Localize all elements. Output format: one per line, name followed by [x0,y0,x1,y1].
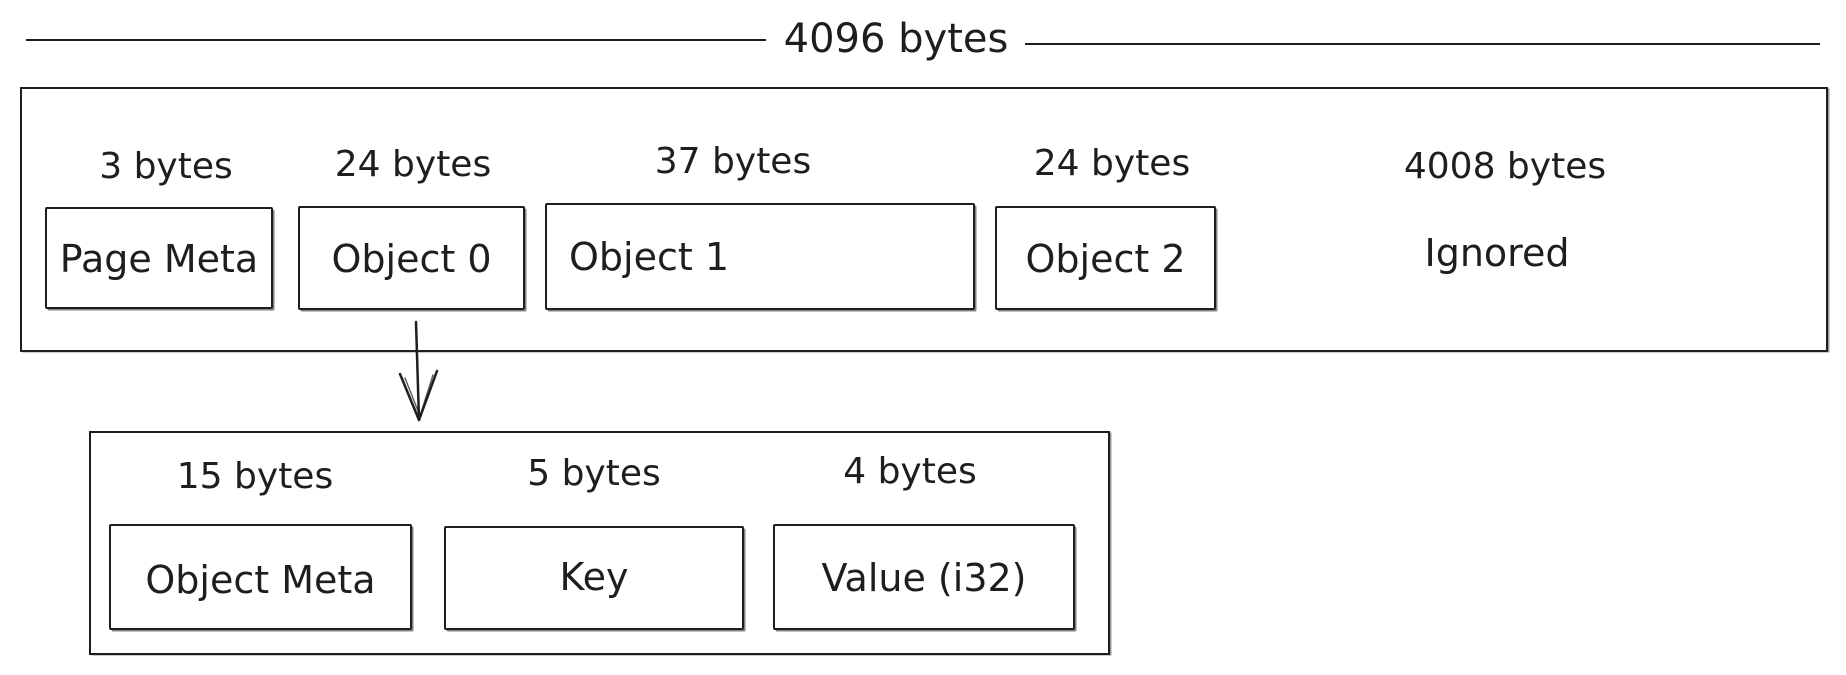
segment-size-label: 37 bytes [654,141,812,182]
field-size-label: 5 bytes [527,453,661,494]
segment-name: Object 1 [569,235,730,279]
object-0-box: Object 0 [298,206,525,310]
segment-name: Page Meta [59,237,259,281]
arrow-head [398,369,439,422]
value-box: Value (i32) [773,524,1075,630]
object-2-box: Object 2 [995,206,1216,310]
segment-size-label: 4008 bytes [1403,146,1607,187]
arrow-head-stroke [404,374,434,417]
total-size-label: 4096 bytes [783,16,1009,62]
object-meta-box: Object Meta [109,524,412,630]
segment-size-label: 24 bytes [334,144,492,185]
page-frame [20,87,1828,352]
field-name: Value (i32) [821,556,1027,600]
total-size-line-left [26,39,766,41]
field-size-label: 15 bytes [176,456,334,497]
ignored-label: Ignored [1424,231,1570,275]
segment-size-label: 24 bytes [1033,143,1191,184]
page-meta-box: Page Meta [45,207,273,309]
total-size-line-right [1025,43,1820,45]
segment-size-label: 3 bytes [99,146,233,187]
object-1-box: Object 1 [545,203,975,310]
field-name: Object Meta [145,558,376,602]
field-name: Key [559,555,629,599]
field-size-label: 4 bytes [843,451,977,492]
segment-name: Object 2 [1025,237,1186,281]
object-detail-frame [89,431,1110,655]
key-box: Key [444,526,744,630]
segment-name: Object 0 [331,237,492,281]
